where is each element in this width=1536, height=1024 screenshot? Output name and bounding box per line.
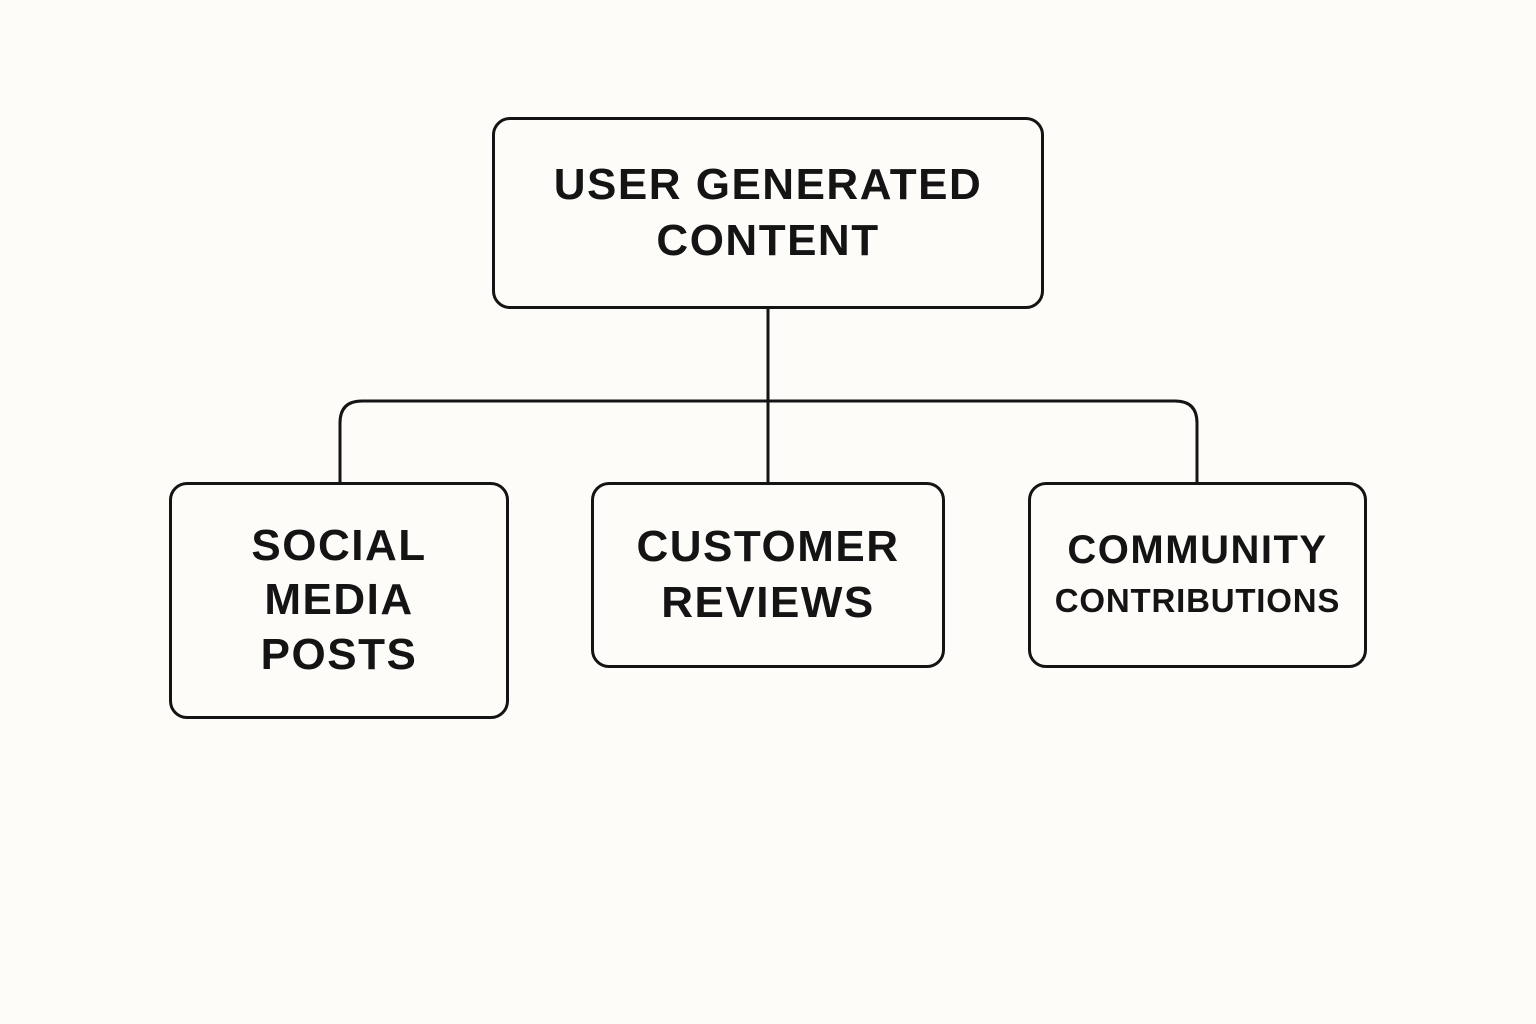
reviews-node-label-line-2: REVIEWS — [661, 578, 875, 627]
connector-right-branch — [768, 399, 1199, 482]
connector-left-branch — [338, 399, 768, 482]
root-node-label-line-2: CONTENT — [656, 216, 880, 265]
root-node-user-generated-content: USER GENERATED CONTENT — [492, 117, 1044, 309]
child-node-social-media-posts: SOCIAL MEDIA POSTS — [169, 482, 509, 719]
social-node-label-line-3: POSTS — [260, 629, 418, 679]
root-node-label-line-1: USER GENERATED — [553, 159, 983, 209]
community-node-label-line-2: CONTRIBUTIONS — [1054, 581, 1341, 619]
child-node-community-contributions: COMMUNITY CONTRIBUTIONS — [1028, 482, 1367, 668]
social-node-label-line-1: SOCIAL — [251, 520, 427, 570]
reviews-node-label-line-1: CUSTOMER — [636, 521, 900, 571]
child-node-customer-reviews: CUSTOMER REVIEWS — [591, 482, 945, 668]
community-node-label-line-1: COMMUNITY — [1067, 527, 1328, 572]
social-node-label-line-2: MEDIA — [264, 575, 414, 625]
